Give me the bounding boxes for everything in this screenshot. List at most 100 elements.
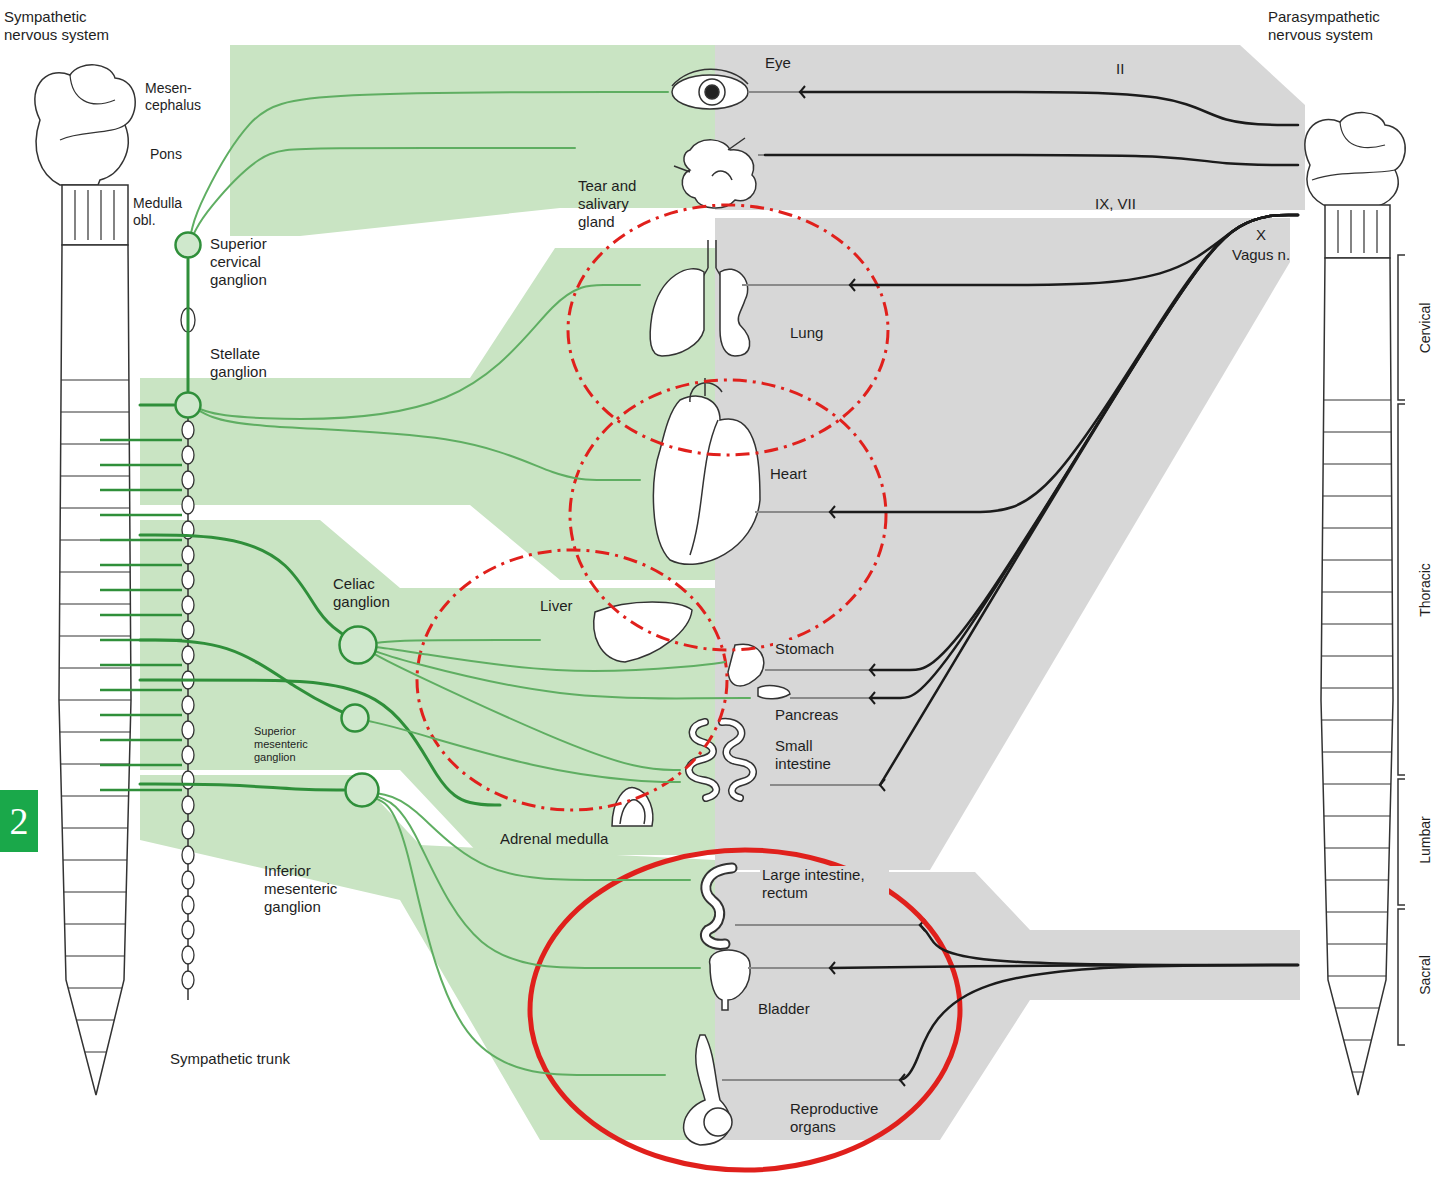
ganglion-label: Stellate ganglion: [210, 345, 282, 381]
spinal-region-label: Sacral: [1417, 955, 1434, 995]
parasympathetic-band: [715, 45, 1305, 210]
gland-drawing: [682, 140, 756, 208]
ganglion: Celiac ganglion: [338, 625, 378, 665]
organ-label: Tear and salivary gland: [578, 177, 656, 231]
ganglion-circle: [340, 627, 377, 664]
organ: Tear and salivary gland: [575, 135, 765, 235]
system-heading: Sympathetic nervous system: [4, 8, 129, 44]
organ-label: Stomach: [773, 640, 836, 658]
callout-number: 2: [0, 790, 38, 852]
nerve-fiber: [830, 215, 1298, 512]
chain-ganglion: [182, 796, 194, 814]
spinal-segments: [1310, 400, 1400, 1072]
cranial-nerve-label: X: [1256, 226, 1266, 244]
ganglion-label: Superior mesenteric ganglion: [254, 725, 316, 765]
chain-ganglion: [182, 571, 194, 589]
chain-ganglion: [182, 696, 194, 714]
liver-drawing: [594, 602, 692, 662]
spinal-cord-outline: [59, 245, 131, 1095]
nerve-fiber: [140, 640, 341, 712]
nerve-fiber: [870, 215, 1298, 698]
spinal-cord: Parasympathetic nervous system: [1298, 60, 1415, 1100]
organ: Heart: [640, 385, 830, 575]
chain-ganglion: [182, 471, 194, 489]
chain-ganglion: [182, 496, 194, 514]
structure-label: Sympathetic trunk: [170, 1050, 290, 1068]
nerve-fiber: [870, 215, 1298, 670]
ganglion-outline: [344, 772, 380, 808]
nerve-fiber: [140, 784, 344, 790]
eye-drawing: [699, 79, 725, 105]
nerve-fiber: [140, 404, 174, 407]
organ-label: Pancreas: [775, 706, 838, 724]
chain-ganglion: [182, 871, 194, 889]
nerve-fiber: [370, 721, 680, 782]
adrenal-drawing: [620, 800, 645, 824]
organ-label: Small intestine: [775, 737, 845, 773]
nerve-fiber: [920, 925, 1298, 965]
organ: Small intestine: [680, 735, 880, 803]
lung-drawing: [650, 269, 704, 356]
intestine-drawing: [689, 722, 753, 798]
chain-ganglion: [182, 646, 194, 664]
eye-drawing: [672, 75, 748, 109]
spinal-region-label: Thoracic: [1417, 563, 1434, 617]
chain-ganglion: [182, 746, 194, 764]
chain-ganglion: [182, 821, 194, 839]
chain-ganglion: [182, 721, 194, 739]
cranial-nerve-label: II: [1116, 60, 1124, 78]
organ-label: Adrenal medulla: [500, 830, 608, 848]
parasympathetic-band: [715, 872, 1300, 1140]
organ: Reproductive organs: [665, 1030, 900, 1148]
highlight-ellipse: [530, 850, 960, 1170]
highlight-circle: [417, 550, 727, 810]
organ-label: Heart: [770, 465, 807, 483]
chain-ganglion: [182, 921, 194, 939]
segment-bracket: [1398, 255, 1405, 1045]
spinal-connection: [100, 440, 182, 790]
sympathetic-band: [230, 45, 715, 236]
organ: Stomach: [725, 638, 870, 690]
parasympathetic-band: [715, 218, 1290, 870]
eye-drawing: [672, 69, 748, 86]
colon-drawing: [705, 868, 732, 944]
bladder-drawing: [710, 950, 751, 1010]
intestine-drawing: [689, 722, 753, 798]
medulla-stripes: [75, 190, 114, 240]
ganglion-outline: [340, 703, 370, 733]
spinal-cord-outline: [1321, 258, 1393, 1095]
ganglion-circle: [342, 705, 369, 732]
nerve-fiber: [377, 652, 750, 699]
postganglionic-fiber: [722, 92, 920, 1080]
system-heading: Parasympathetic nervous system: [1268, 8, 1400, 44]
ganglion-outline: [174, 391, 202, 419]
chain-ganglion: [182, 446, 194, 464]
ganglion-label: Celiac ganglion: [333, 575, 405, 611]
organ-label: Bladder: [758, 1000, 810, 1018]
ganglion-outline: [338, 625, 378, 665]
synapse-symbol: [800, 86, 925, 1086]
ganglion: Superior cervical ganglion: [174, 231, 202, 259]
nerve-fiber: [187, 259, 190, 391]
medulla-stripes: [1338, 210, 1377, 253]
medulla-outline: [62, 185, 128, 245]
organ-label: Liver: [540, 597, 573, 615]
sympathetic-band: [140, 775, 715, 1140]
ganglion: Stellate ganglion: [174, 391, 202, 419]
nerve-fiber: [140, 535, 342, 633]
ganglion: Inferior mesenteric ganglion: [344, 772, 380, 808]
spinal-region-label: Lumbar: [1417, 816, 1434, 863]
heart-drawing: [690, 378, 722, 555]
ganglion-label: Inferior mesenteric ganglion: [264, 862, 356, 916]
nerve-fiber: [765, 155, 1298, 165]
heart-drawing: [653, 396, 760, 564]
nerve-fiber: [800, 92, 1298, 125]
organ: Bladder: [700, 950, 830, 1025]
chain-ganglion: [182, 846, 194, 864]
ganglion-circle: [176, 233, 201, 258]
chain-ganglion: [182, 971, 194, 989]
gland-drawing: [674, 138, 745, 180]
